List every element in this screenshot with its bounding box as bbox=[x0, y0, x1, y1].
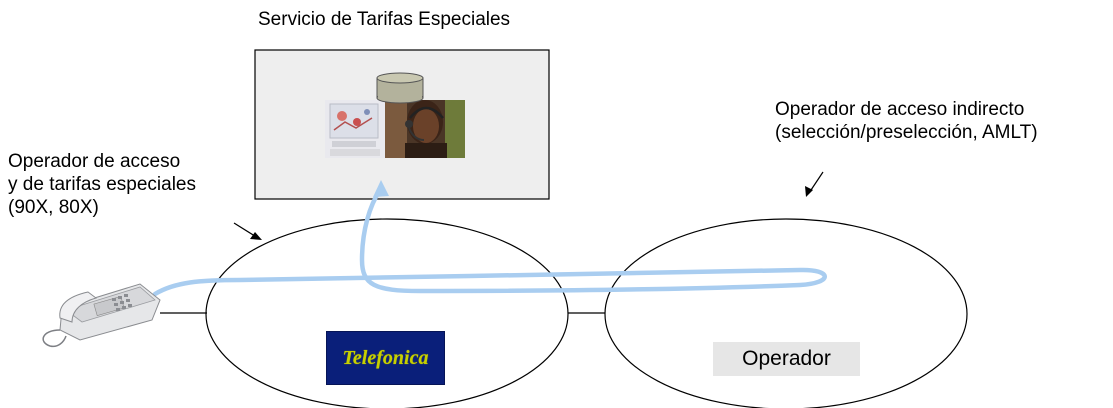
desk-phone-icon bbox=[42, 283, 161, 348]
left-operator-network bbox=[205, 218, 569, 408]
telefonica-logo-text: Telefonica bbox=[342, 346, 429, 369]
left-operator-label: Operador de acceso y de tarifas especial… bbox=[8, 150, 196, 219]
right-callout-arrow bbox=[805, 171, 824, 197]
left-operator-line-3: (90X, 80X) bbox=[8, 197, 99, 218]
call-path bbox=[152, 187, 827, 297]
right-operator-line-2: (selección/preselección, AMLT) bbox=[775, 122, 1038, 143]
left-operator-line-2: y de tarifas especiales bbox=[8, 174, 196, 195]
right-operator-label: Operador de acceso indirecto (selección/… bbox=[775, 98, 1038, 144]
database-icon bbox=[376, 72, 424, 104]
left-operator-line-1: Operador de acceso bbox=[8, 151, 181, 172]
service-title: Servicio de Tarifas Especiales bbox=[258, 9, 511, 30]
telefonica-logo: Telefonica bbox=[326, 331, 445, 385]
right-operator-network bbox=[604, 218, 968, 408]
computer-photo bbox=[325, 100, 385, 158]
agent-photo bbox=[385, 100, 465, 158]
left-callout-arrow bbox=[233, 222, 262, 240]
right-operator-line-1: Operador de acceso indirecto bbox=[775, 99, 1025, 120]
operator-box: Operador bbox=[713, 342, 860, 376]
call-path-arrowhead bbox=[373, 180, 389, 197]
